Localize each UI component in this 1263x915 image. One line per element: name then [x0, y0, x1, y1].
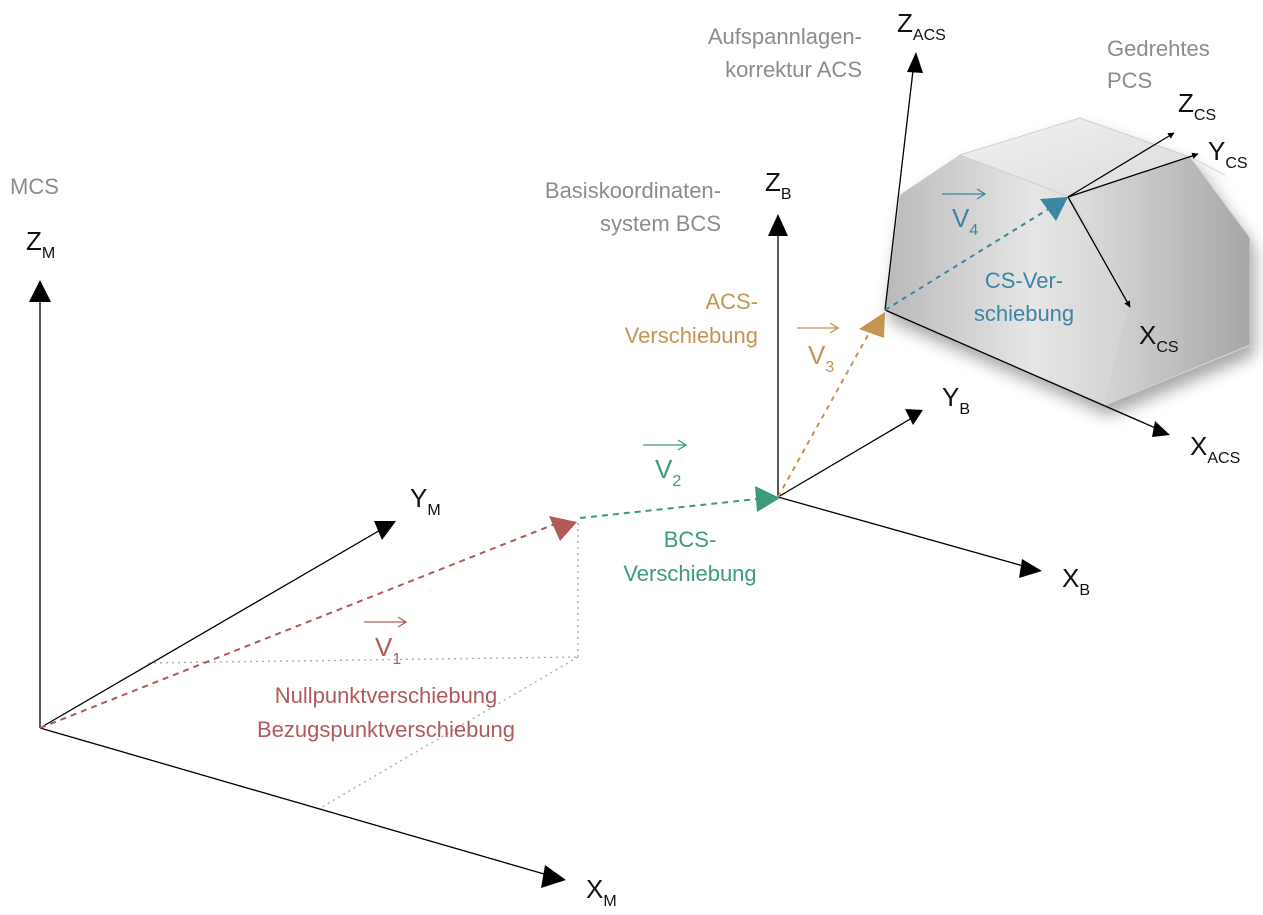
bcs-z-arrowhead	[768, 214, 788, 236]
v3-overarrow-icon	[797, 322, 840, 334]
bcs-y-arrowhead	[905, 409, 923, 425]
vector-v4	[884, 197, 1068, 311]
mcs-label: MCS	[10, 174, 59, 199]
mcs-y-label: YM	[410, 483, 441, 519]
mcs-z-arrowhead	[29, 280, 51, 302]
acs-x-arrowhead	[1152, 421, 1170, 437]
bcs-x-label: XB	[1062, 563, 1090, 599]
bcs-label-line2: system BCS	[600, 211, 721, 236]
cs-x-axis	[1067, 196, 1131, 308]
vector-v2-arrowhead	[755, 486, 780, 512]
acs-z-label: ZACS	[897, 8, 946, 44]
pcs-label-line2: PCS	[1107, 68, 1152, 93]
mcs-x-axis	[39, 727, 552, 877]
vector-v2	[579, 486, 780, 519]
bcs-y-label: YB	[942, 382, 970, 418]
v2-overarrow-icon	[643, 439, 688, 451]
workpiece-block	[884, 117, 1251, 406]
bcs-axes	[768, 214, 1042, 578]
vector-v1-arrowhead	[549, 516, 577, 541]
acs-shift-line2: Verschiebung	[625, 323, 758, 348]
bcs-shift-line1: BCS-	[664, 527, 717, 552]
vector-v1	[39, 516, 577, 729]
acs-shift-line1: ACS-	[705, 289, 758, 314]
acs-label-line1: Aufspannlagen-	[708, 24, 862, 49]
vector-v3	[777, 312, 885, 498]
acs-z-axis	[884, 61, 915, 311]
v2-label: V2	[655, 454, 681, 490]
cs-y-label: YCS	[1208, 136, 1248, 172]
vector-v4-arrowhead	[1040, 197, 1068, 221]
projection-lines	[147, 523, 579, 808]
acs-label-line2: korrektur ACS	[725, 57, 862, 82]
acs-x-label: XACS	[1190, 431, 1240, 467]
cs-z-axis	[1067, 132, 1175, 198]
mcs-y-arrowhead	[374, 521, 396, 540]
nullpunkt-caption: Nullpunktverschiebung	[275, 683, 498, 708]
bcs-z-label: ZB	[765, 167, 792, 203]
vector-overarrows	[364, 188, 987, 628]
bcs-x-arrowhead	[1019, 559, 1042, 578]
acs-x-axis	[884, 309, 1161, 431]
bezugspunkt-caption: Bezugspunktverschiebung	[257, 717, 515, 742]
vector-v3-arrowhead	[859, 312, 885, 338]
bcs-shift-line2: Verschiebung	[623, 561, 756, 586]
cs-axes	[1067, 132, 1199, 308]
mcs-x-label: XM	[586, 874, 617, 910]
cs-x-label: XCS	[1139, 320, 1179, 356]
v1-label: V1	[375, 632, 401, 668]
bcs-y-axis	[777, 417, 913, 498]
cs-shift-line1: CS-Ver-	[985, 268, 1063, 293]
v1-overarrow-icon	[364, 616, 408, 628]
pcs-label-line1: Gedrehtes	[1107, 36, 1210, 61]
acs-axes	[884, 52, 1170, 437]
mcs-y-axis	[39, 528, 383, 729]
bcs-x-axis	[777, 496, 1028, 568]
v4-label: V4	[952, 203, 978, 239]
acs-z-arrowhead	[907, 52, 923, 73]
mcs-z-label: ZM	[26, 226, 55, 262]
mcs-x-arrowhead	[541, 865, 566, 888]
cs-shift-line2: schiebung	[974, 301, 1074, 326]
v3-label: V3	[808, 340, 834, 376]
v4-overarrow-icon	[942, 188, 987, 200]
bcs-label-line1: Basiskoordinaten-	[545, 178, 721, 203]
cs-z-label: ZCS	[1178, 88, 1216, 124]
mcs-axes	[29, 280, 566, 888]
cs-y-axis	[1067, 152, 1199, 198]
